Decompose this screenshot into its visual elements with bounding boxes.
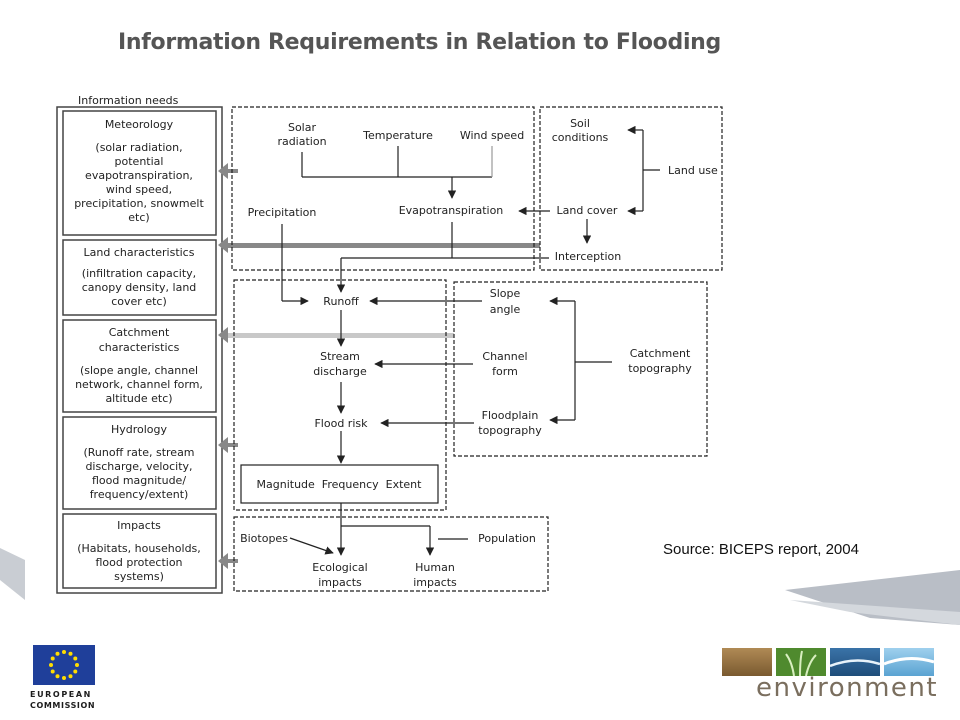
eu-stars-icon [49,650,79,680]
node-slope-angle-1: Slope [490,287,521,300]
need-title-catchment-2: characteristics [99,341,180,354]
node-stream-discharge-1: Stream [320,350,360,363]
earth-tile-icon [722,648,772,676]
need-body-impacts-3: systems) [114,570,164,583]
node-ecological-impacts-1: Ecological [312,561,367,574]
info-needs-panel: Information needs Meteorology (solar rad… [56,94,223,594]
need-body-land-3: cover etc) [111,295,167,308]
node-human-impacts-1: Human [415,561,455,574]
node-precipitation: Precipitation [248,206,317,219]
environment-wordmark: environment [756,673,939,703]
need-body-impacts-2: flood protection [95,556,182,569]
node-channel-form-2: form [492,365,518,378]
group-boxes [231,106,723,592]
connectors [281,125,660,556]
node-slope-angle-2: angle [490,303,521,316]
need-title-hydrology: Hydrology [111,423,168,436]
need-body-catchment-1: (slope angle, channel [80,364,198,377]
node-magnitude-frequency-extent: Magnitude Frequency Extent [257,478,423,491]
node-runoff: Runoff [323,295,359,308]
right-swoosh-shape-2 [790,600,960,625]
need-box-hydrology [62,416,217,510]
european-commission-logo: EUROPEAN COMMISSION [30,645,100,710]
water-tile-icon [829,648,881,676]
node-evapotranspiration: Evapotranspiration [399,204,504,217]
need-body-catchment-3: altitude etc) [105,392,172,405]
node-soil-conditions-1: Soil [570,117,590,130]
node-land-use: Land use [668,164,718,177]
plants-tile-icon [776,648,826,677]
node-biotopes: Biotopes [240,532,288,545]
node-land-cover: Land cover [557,204,618,217]
node-human-impacts-2: impacts [413,576,457,589]
need-body-meteorology-6: etc) [128,211,149,224]
need-body-hydrology-2: discharge, velocity, [85,460,192,473]
node-soil-conditions-2: conditions [552,131,609,144]
need-body-meteorology-3: evapotranspiration, [85,169,193,182]
need-title-catchment: Catchment [109,326,170,339]
need-box-catchment [62,319,217,413]
need-body-meteorology-4: wind speed, [106,183,172,196]
eu-logo-text-commission: COMMISSION [30,701,96,710]
need-body-land-1: (infiltration capacity, [82,267,196,280]
need-title-impacts: Impacts [117,519,161,532]
node-labels: Solar radiation Temperature Wind speed S… [240,117,718,589]
need-body-land-2: canopy density, land [82,281,197,294]
eu-logo-text-european: EUROPEAN [30,690,92,699]
node-catchment-topography-1: Catchment [630,347,691,360]
environment-logo: environment [722,645,942,707]
need-body-hydrology-1: (Runoff rate, stream [83,446,194,459]
need-title-meteorology: Meteorology [105,118,174,131]
node-solar-radiation-2: radiation [277,135,326,148]
left-swoosh-shape [0,548,25,600]
node-floodplain-topography-1: Floodplain [482,409,539,422]
need-box-meteorology [62,110,217,236]
node-ecological-impacts-2: impacts [318,576,362,589]
need-body-hydrology-4: frequency/extent) [90,488,189,501]
sky-tile-icon [883,648,935,676]
need-box-land-characteristics [62,239,217,316]
slide-title: Information Requirements in Relation to … [118,30,721,55]
node-stream-discharge-2: discharge [313,365,367,378]
node-flood-risk: Flood risk [314,417,368,430]
node-temperature: Temperature [362,129,433,142]
node-solar-radiation-1: Solar [288,121,317,134]
node-population: Population [478,532,536,545]
need-body-impacts-1: (Habitats, households, [77,542,201,555]
eu-flag-icon [33,645,95,685]
need-body-meteorology-5: precipitation, snowmelt [74,197,204,210]
need-title-land-characteristics: Land characteristics [84,246,195,259]
need-body-hydrology-3: flood magnitude/ [92,474,186,487]
need-box-impacts [62,513,217,589]
source-note: Source: BICEPS report, 2004 [663,541,859,558]
node-floodplain-topography-2: topography [478,424,542,437]
node-interception: Interception [555,250,621,263]
node-catchment-topography-2: topography [628,362,692,375]
need-body-meteorology-1: (solar radiation, [95,141,182,154]
node-channel-form-1: Channel [482,350,527,363]
outcome-box [240,464,439,504]
need-body-meteorology-2: potential [115,155,164,168]
node-wind-speed: Wind speed [460,129,524,142]
need-body-catchment-2: network, channel form, [75,378,203,391]
info-needs-header: Information needs [78,94,179,107]
